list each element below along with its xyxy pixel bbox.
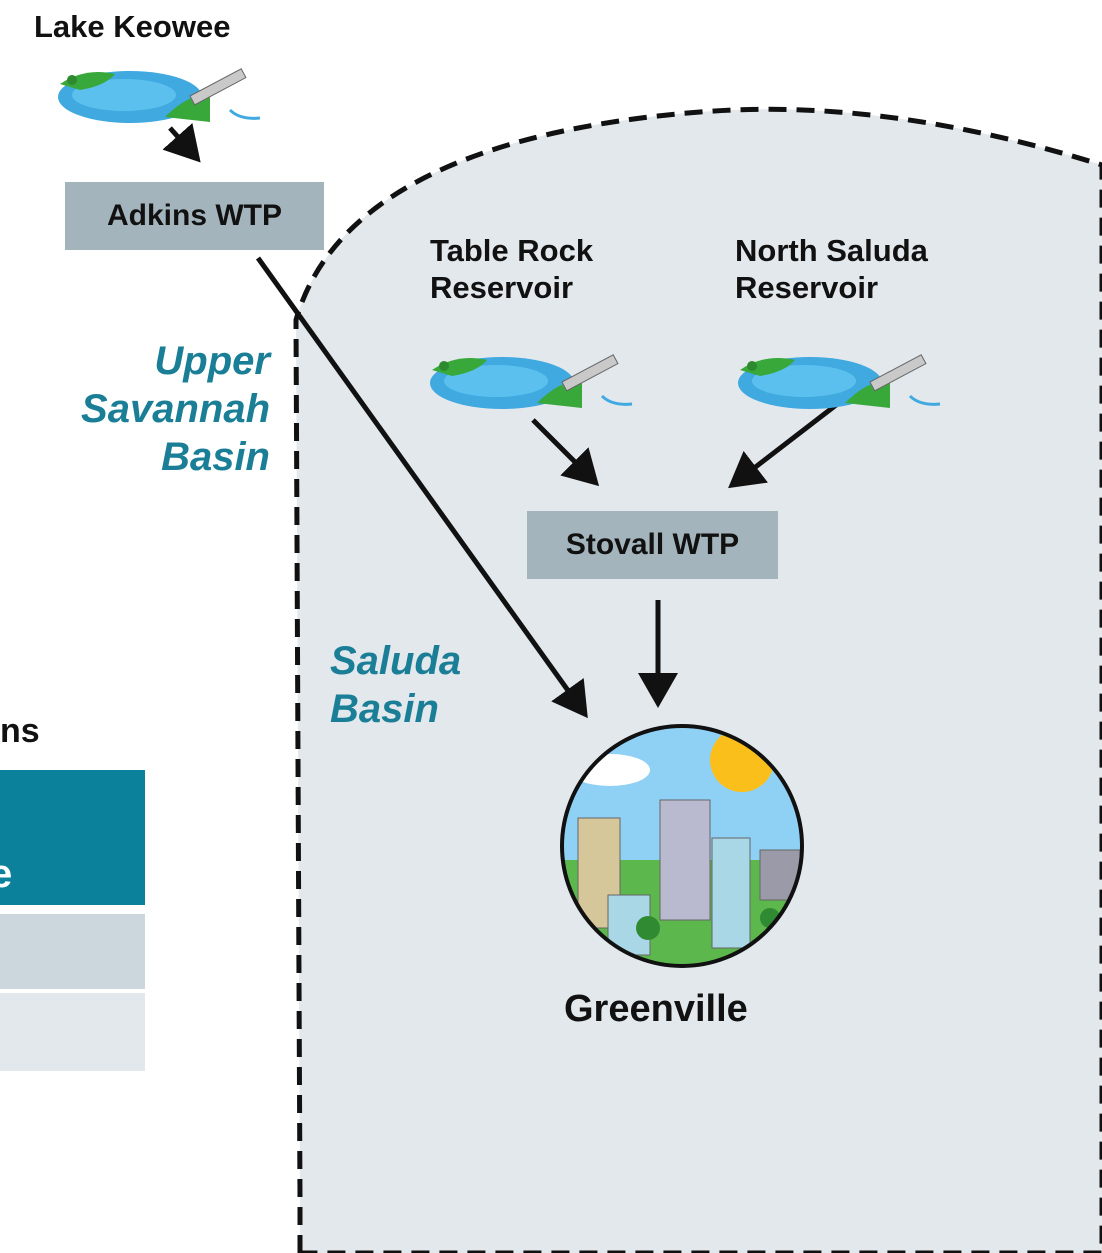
greenville-label: Greenville [564, 988, 748, 1030]
stovall-wtp-label: Stovall WTP [565, 528, 740, 561]
saluda-line-2: Basin [330, 687, 439, 731]
legend-row-2 [0, 993, 145, 1071]
north-saluda-line-1: North Saluda [735, 233, 928, 268]
north-saluda-label: North Saluda Reservoir [735, 232, 928, 306]
adkins-wtp-label: Adkins WTP [106, 199, 282, 232]
adkins-wtp-box: Adkins WTP [65, 182, 324, 250]
arrow-adkins-to-greenville [255, 256, 588, 719]
lake-icon-table-rock [430, 354, 633, 409]
table-rock-line-2: Reservoir [430, 270, 574, 306]
lake-icon-keowee [58, 68, 261, 123]
legend-row-1 [0, 914, 145, 989]
upper-savannah-line-1: Upper [154, 339, 270, 383]
arrow-northsaluda-to-stovall [728, 400, 842, 489]
table-rock-label: Table Rock Reservoir [430, 232, 593, 306]
table-rock-line-1: Table Rock [430, 233, 594, 268]
upper-savannah-line-3: Basin [161, 435, 270, 479]
lake-icon-north-saluda [738, 354, 941, 409]
arrow-tablerock-to-stovall [531, 418, 600, 487]
upper-savannah-line-2: Savannah [81, 387, 270, 431]
stovall-wtp-box: Stovall WTP [527, 511, 778, 579]
lake-keowee-label: Lake Keowee [34, 9, 231, 44]
north-saluda-line-2: Reservoir [735, 270, 879, 306]
upper-savannah-basin-label: Upper Savannah Basin [30, 337, 270, 481]
saluda-basin-label: Saluda Basin [330, 637, 461, 733]
legend-title-fragment: ns [0, 712, 40, 750]
legend-header-fragment: e [0, 852, 13, 896]
legend-header: e [0, 770, 145, 905]
arrow-keowee-to-adkins [162, 123, 201, 163]
saluda-line-1: Saluda [330, 639, 462, 683]
